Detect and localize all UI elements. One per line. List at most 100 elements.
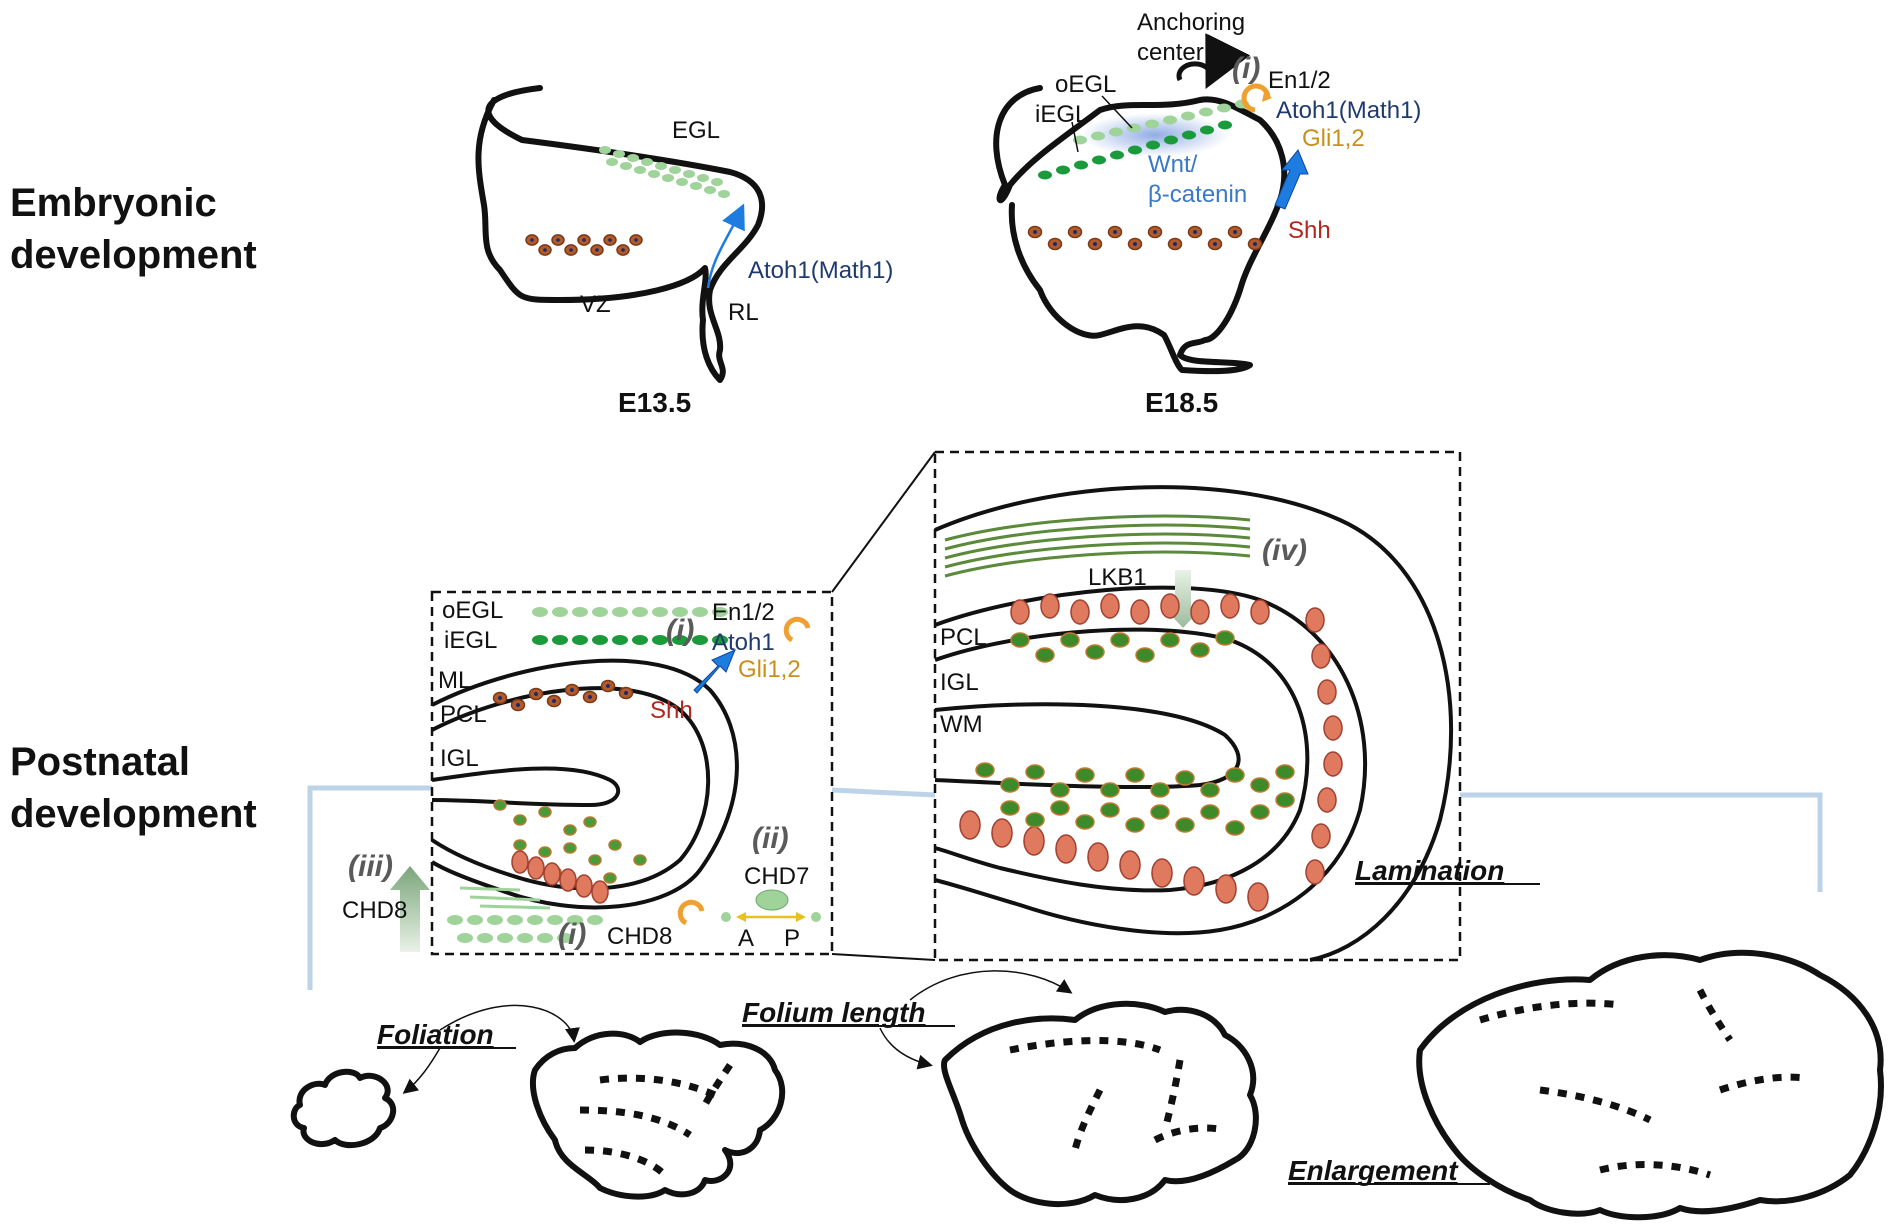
granule-cell xyxy=(1060,632,1080,648)
chd7-cell xyxy=(755,889,789,911)
egl-cell xyxy=(655,162,667,170)
purkinje-cell xyxy=(1119,850,1141,880)
oegl-cell xyxy=(712,607,728,617)
iegl-cell xyxy=(1218,120,1232,130)
autoregulation-icon xyxy=(1241,83,1271,113)
wnt-label-line2: β-catenin xyxy=(1148,181,1247,208)
zoom-connector-top xyxy=(831,451,936,593)
section-header-embryonic: Embryonic development xyxy=(10,181,257,277)
granule-cell xyxy=(1075,767,1095,783)
cerebellum-stage-4 xyxy=(1416,949,1884,1221)
egl-cell xyxy=(606,158,618,166)
zoom-wm-label: WM xyxy=(940,711,983,738)
purkinje-precursor-cell-nucleus xyxy=(569,248,573,252)
folium-length-arrow-forward xyxy=(909,970,1073,1001)
zoom-inset-frame xyxy=(933,450,1462,962)
zoom-outer-outline xyxy=(934,485,1454,962)
iegl-cell xyxy=(552,635,568,645)
postnatal-iegl-cells xyxy=(532,635,728,645)
purkinje-cell xyxy=(591,880,609,904)
parallel-fibers-zoom xyxy=(944,514,1251,578)
marker-iii: (iii) xyxy=(348,850,393,883)
granule-cell xyxy=(1135,647,1155,663)
e13-5-egl-label: EGL xyxy=(672,117,720,144)
e18-5-iegl-label: iEGL xyxy=(1035,101,1088,128)
granule-cell xyxy=(1225,767,1245,783)
chd8-left-label: CHD8 xyxy=(342,897,407,924)
purkinje-cell xyxy=(1317,679,1337,705)
granule-cell xyxy=(1035,647,1055,663)
parallel-fiber xyxy=(944,514,1251,542)
iegl-cell xyxy=(1128,145,1142,155)
granule-cell xyxy=(538,846,552,858)
e13-5-stage-label: E13.5 xyxy=(618,387,691,418)
e13-5-vz-label: VZ xyxy=(580,291,611,318)
granule-cell xyxy=(583,816,597,828)
egl-cell xyxy=(627,154,639,162)
section-header-postnatal: Postnatal development xyxy=(10,740,257,836)
oegl-cell xyxy=(1091,131,1105,141)
granule-cell xyxy=(1025,764,1045,780)
granule-cell xyxy=(588,854,602,866)
iegl-cell xyxy=(1056,165,1070,175)
stage-2-fissure-4 xyxy=(698,1063,733,1112)
granule-cell xyxy=(1175,770,1195,786)
purkinje-cell xyxy=(1100,593,1120,619)
granule-cell xyxy=(1100,782,1120,798)
granule-cell xyxy=(513,814,527,826)
oegl-cell xyxy=(1181,111,1195,121)
e18-5-en12-label: En1/2 xyxy=(1268,67,1331,94)
purkinje-precursor-cell-nucleus xyxy=(530,238,534,242)
oegl-cell xyxy=(532,607,548,617)
stage-3-fissure-1 xyxy=(1009,1037,1162,1054)
purkinje-cell xyxy=(959,810,981,840)
enlargement-label: Enlargement xyxy=(1288,1155,1459,1186)
purkinje-cell xyxy=(1151,858,1173,888)
purkinje-precursor-cell-nucleus xyxy=(606,684,610,688)
purkinje-precursor-cell-nucleus xyxy=(634,238,638,242)
egl-cell xyxy=(567,915,583,925)
zoom-inset: (iv) LKB1 PCL IGL WM Lamination xyxy=(933,450,1540,962)
cerebellum-stage-3 xyxy=(941,1000,1259,1208)
anchoring-label-line1: Anchoring xyxy=(1137,9,1245,36)
purkinje-cell xyxy=(1220,593,1240,619)
granule-cell xyxy=(1200,804,1220,820)
oegl-cell xyxy=(652,607,668,617)
purkinje-cell xyxy=(1190,599,1210,625)
egl-cell xyxy=(669,166,681,174)
shh-blue-arrow-icon xyxy=(1274,149,1309,210)
purkinje-cell xyxy=(1323,751,1343,777)
iegl-cell xyxy=(1146,140,1160,150)
e18-5-stage-label: E18.5 xyxy=(1145,387,1218,418)
purkinje-cell xyxy=(1040,593,1060,619)
stage-4-fissure-2 xyxy=(1696,988,1733,1042)
purkinje-precursor-cell-nucleus xyxy=(570,688,574,692)
purkinje-cell xyxy=(1183,866,1205,896)
postnatal-igl-label: IGL xyxy=(440,745,479,772)
stage-2-fissure-1 xyxy=(599,1074,717,1099)
stage-3-fissure-4 xyxy=(1153,1124,1226,1144)
iegl-cell xyxy=(712,635,728,645)
postnatal-atoh1-label: Atoh1 xyxy=(712,629,775,656)
timeline-bracket-mid xyxy=(831,787,936,798)
purkinje-cell xyxy=(1160,593,1180,619)
egl-cell xyxy=(487,915,503,925)
zoom-igl-label: IGL xyxy=(940,669,979,696)
purkinje-precursor-cell-nucleus xyxy=(516,703,520,707)
egl-cell xyxy=(497,933,513,943)
egl-cell xyxy=(477,933,493,943)
folium-length-label: Folium length xyxy=(742,997,926,1028)
purkinje-cell xyxy=(1215,874,1237,904)
purkinje-precursor-cell-nucleus xyxy=(543,248,547,252)
purkinje-cell xyxy=(1305,607,1325,633)
oegl-cell xyxy=(552,607,568,617)
granule-cell xyxy=(538,806,552,818)
granule-cell xyxy=(1000,800,1020,816)
egl-cell xyxy=(648,170,660,178)
iegl-cell xyxy=(1110,150,1124,160)
iegl-cell xyxy=(652,635,668,645)
granule-cell xyxy=(1050,782,1070,798)
purkinje-precursor-cell-nucleus xyxy=(608,238,612,242)
